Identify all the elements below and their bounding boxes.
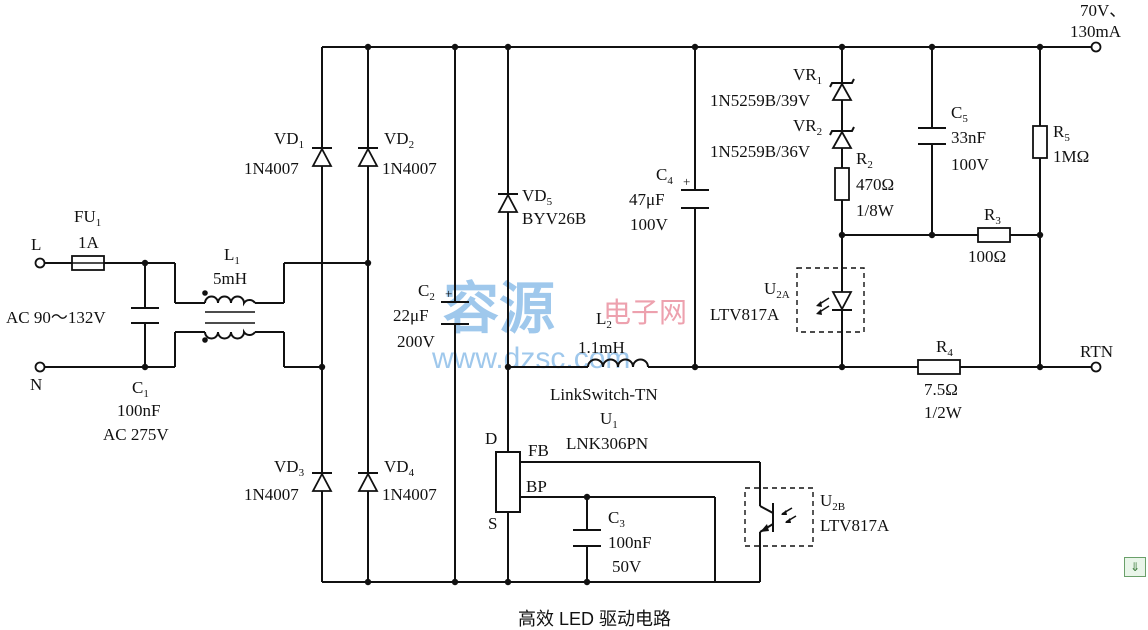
fuse-fu1: FU1 1A	[71, 207, 105, 271]
zener-vr2: VR2 1N5259B/36V	[710, 116, 855, 161]
watermark-main: 容源	[443, 277, 555, 342]
optocoupler-u2a: U2A LTV817A	[710, 267, 865, 333]
zener-vr1: VR1 1N5259B/39V	[710, 65, 855, 110]
svg-text:C5: C5	[951, 103, 968, 125]
c5-rating: 100V	[951, 155, 990, 174]
diode-vd3: VD3 1N4007	[244, 457, 333, 504]
svg-text:VD5: VD5	[522, 186, 553, 208]
c3-rating: 50V	[612, 557, 642, 576]
terminal-L: L	[31, 235, 46, 269]
svg-text:+: +	[445, 286, 452, 301]
r3-value: 100Ω	[968, 247, 1006, 266]
u1-pin-d: D	[485, 429, 497, 448]
c4-value: 47μF	[629, 190, 665, 209]
svg-text:FU1: FU1	[74, 207, 101, 229]
vr1-part: 1N5259B/39V	[710, 91, 811, 110]
svg-text:L2: L2	[596, 309, 612, 331]
ac-input-label: AC 90～132V	[6, 308, 106, 327]
watermark-sub: 电子网	[603, 296, 687, 329]
u1-pin-bp: BP	[526, 477, 547, 496]
download-arrow-icon[interactable]: ⇓	[1124, 557, 1146, 577]
r2-rating: 1/8W	[856, 201, 895, 220]
terminal-out-positive: 70V、 130mA	[1070, 1, 1126, 53]
svg-text:R2: R2	[856, 149, 873, 171]
u2b-part: LTV817A	[820, 516, 890, 535]
fu1-value: 1A	[78, 233, 100, 252]
diode-vd5: VD5 BYV26B	[497, 186, 586, 228]
diode-vd4: VD4 1N4007	[357, 457, 437, 504]
svg-text:C2: C2	[418, 281, 435, 303]
svg-text:VD4: VD4	[384, 457, 415, 479]
svg-text:U2A: U2A	[764, 279, 790, 301]
terminal-N-label: N	[30, 375, 42, 394]
resistor-r5: R5 1MΩ	[1032, 122, 1089, 166]
svg-text:L1: L1	[224, 245, 240, 267]
c2-value: 22μF	[393, 306, 429, 325]
svg-text:VD2: VD2	[384, 129, 414, 151]
capacitor-c1: AC 90～132V C1 100nF AC 275V	[6, 307, 169, 444]
resistor-r4: R4 7.5Ω 1/2W	[917, 337, 963, 422]
optocoupler-u2b: U2B LTV817A	[715, 487, 890, 583]
svg-text:C3: C3	[608, 508, 625, 530]
svg-text:R4: R4	[936, 337, 953, 359]
capacitor-c3: C3 100nF 50V	[573, 508, 651, 576]
capacitor-c4: + C4 47μF 100V	[629, 165, 709, 234]
c4-rating: 100V	[630, 215, 669, 234]
watermark-url: www.dzsc.com	[431, 342, 630, 375]
vr2-part: 1N5259B/36V	[710, 142, 811, 161]
svg-text:R3: R3	[984, 205, 1001, 227]
vd5-part: BYV26B	[522, 209, 586, 228]
c2-rating: 200V	[397, 332, 436, 351]
ic-u1: LinkSwitch-TN U1 LNK306PN D S FB BP	[485, 385, 658, 533]
terminal-rtn: RTN	[1080, 342, 1113, 373]
vd3-part: 1N4007	[244, 485, 299, 504]
c3-value: 100nF	[608, 533, 651, 552]
u1-pin-fb: FB	[528, 441, 549, 460]
svg-text:U1: U1	[600, 409, 618, 431]
svg-text:VD1: VD1	[274, 129, 304, 151]
svg-text:VR2: VR2	[793, 116, 822, 138]
terminal-rtn-label: RTN	[1080, 342, 1113, 361]
vd2-part: 1N4007	[382, 159, 437, 178]
diode-vd1: VD1 1N4007	[244, 129, 333, 178]
u1-family: LinkSwitch-TN	[550, 385, 658, 404]
r2-value: 470Ω	[856, 175, 894, 194]
c5-value: 33nF	[951, 128, 986, 147]
svg-text:VD3: VD3	[274, 457, 305, 479]
junctions	[141, 43, 1044, 586]
l2-value: 1.1mH	[578, 338, 625, 357]
r5-value: 1MΩ	[1053, 147, 1089, 166]
l1-value: 5mH	[213, 269, 247, 288]
capacitor-c2: + C2 22μF 200V	[393, 281, 469, 351]
capacitor-c5: C5 33nF 100V	[918, 103, 990, 174]
c1-rating: AC 275V	[103, 425, 169, 444]
figure-caption: 高效 LED 驱动电路	[518, 609, 671, 629]
terminal-L-label: L	[31, 235, 41, 254]
svg-text:U2B: U2B	[820, 491, 845, 513]
svg-text:C1: C1	[132, 378, 149, 400]
r4-rating: 1/2W	[924, 403, 963, 422]
u1-pin-s: S	[488, 514, 497, 533]
c1-value: 100nF	[117, 401, 160, 420]
resistor-r2: R2 470Ω 1/8W	[834, 149, 895, 220]
watermark: 容源 电子网 www.dzsc.com	[431, 277, 687, 375]
wiring	[44, 46, 1092, 583]
resistor-r3: R3 100Ω	[968, 205, 1011, 266]
svg-text:+: +	[683, 174, 690, 189]
svg-text:C4: C4	[656, 165, 673, 187]
svg-text:VR1: VR1	[793, 65, 822, 87]
u2a-part: LTV817A	[710, 305, 780, 324]
output-current-label: 130mA	[1070, 22, 1122, 41]
vd1-part: 1N4007	[244, 159, 299, 178]
u1-part: LNK306PN	[566, 434, 648, 453]
svg-text:R5: R5	[1053, 122, 1070, 144]
r4-value: 7.5Ω	[924, 380, 958, 399]
terminal-N: N	[30, 361, 46, 394]
vd4-part: 1N4007	[382, 485, 437, 504]
diode-vd2: VD2 1N4007	[357, 129, 437, 178]
inductor-l2: L2 1.1mH	[578, 309, 649, 368]
output-voltage-label: 70V、	[1080, 1, 1126, 20]
inductor-l1: L1 5mH	[175, 245, 256, 343]
